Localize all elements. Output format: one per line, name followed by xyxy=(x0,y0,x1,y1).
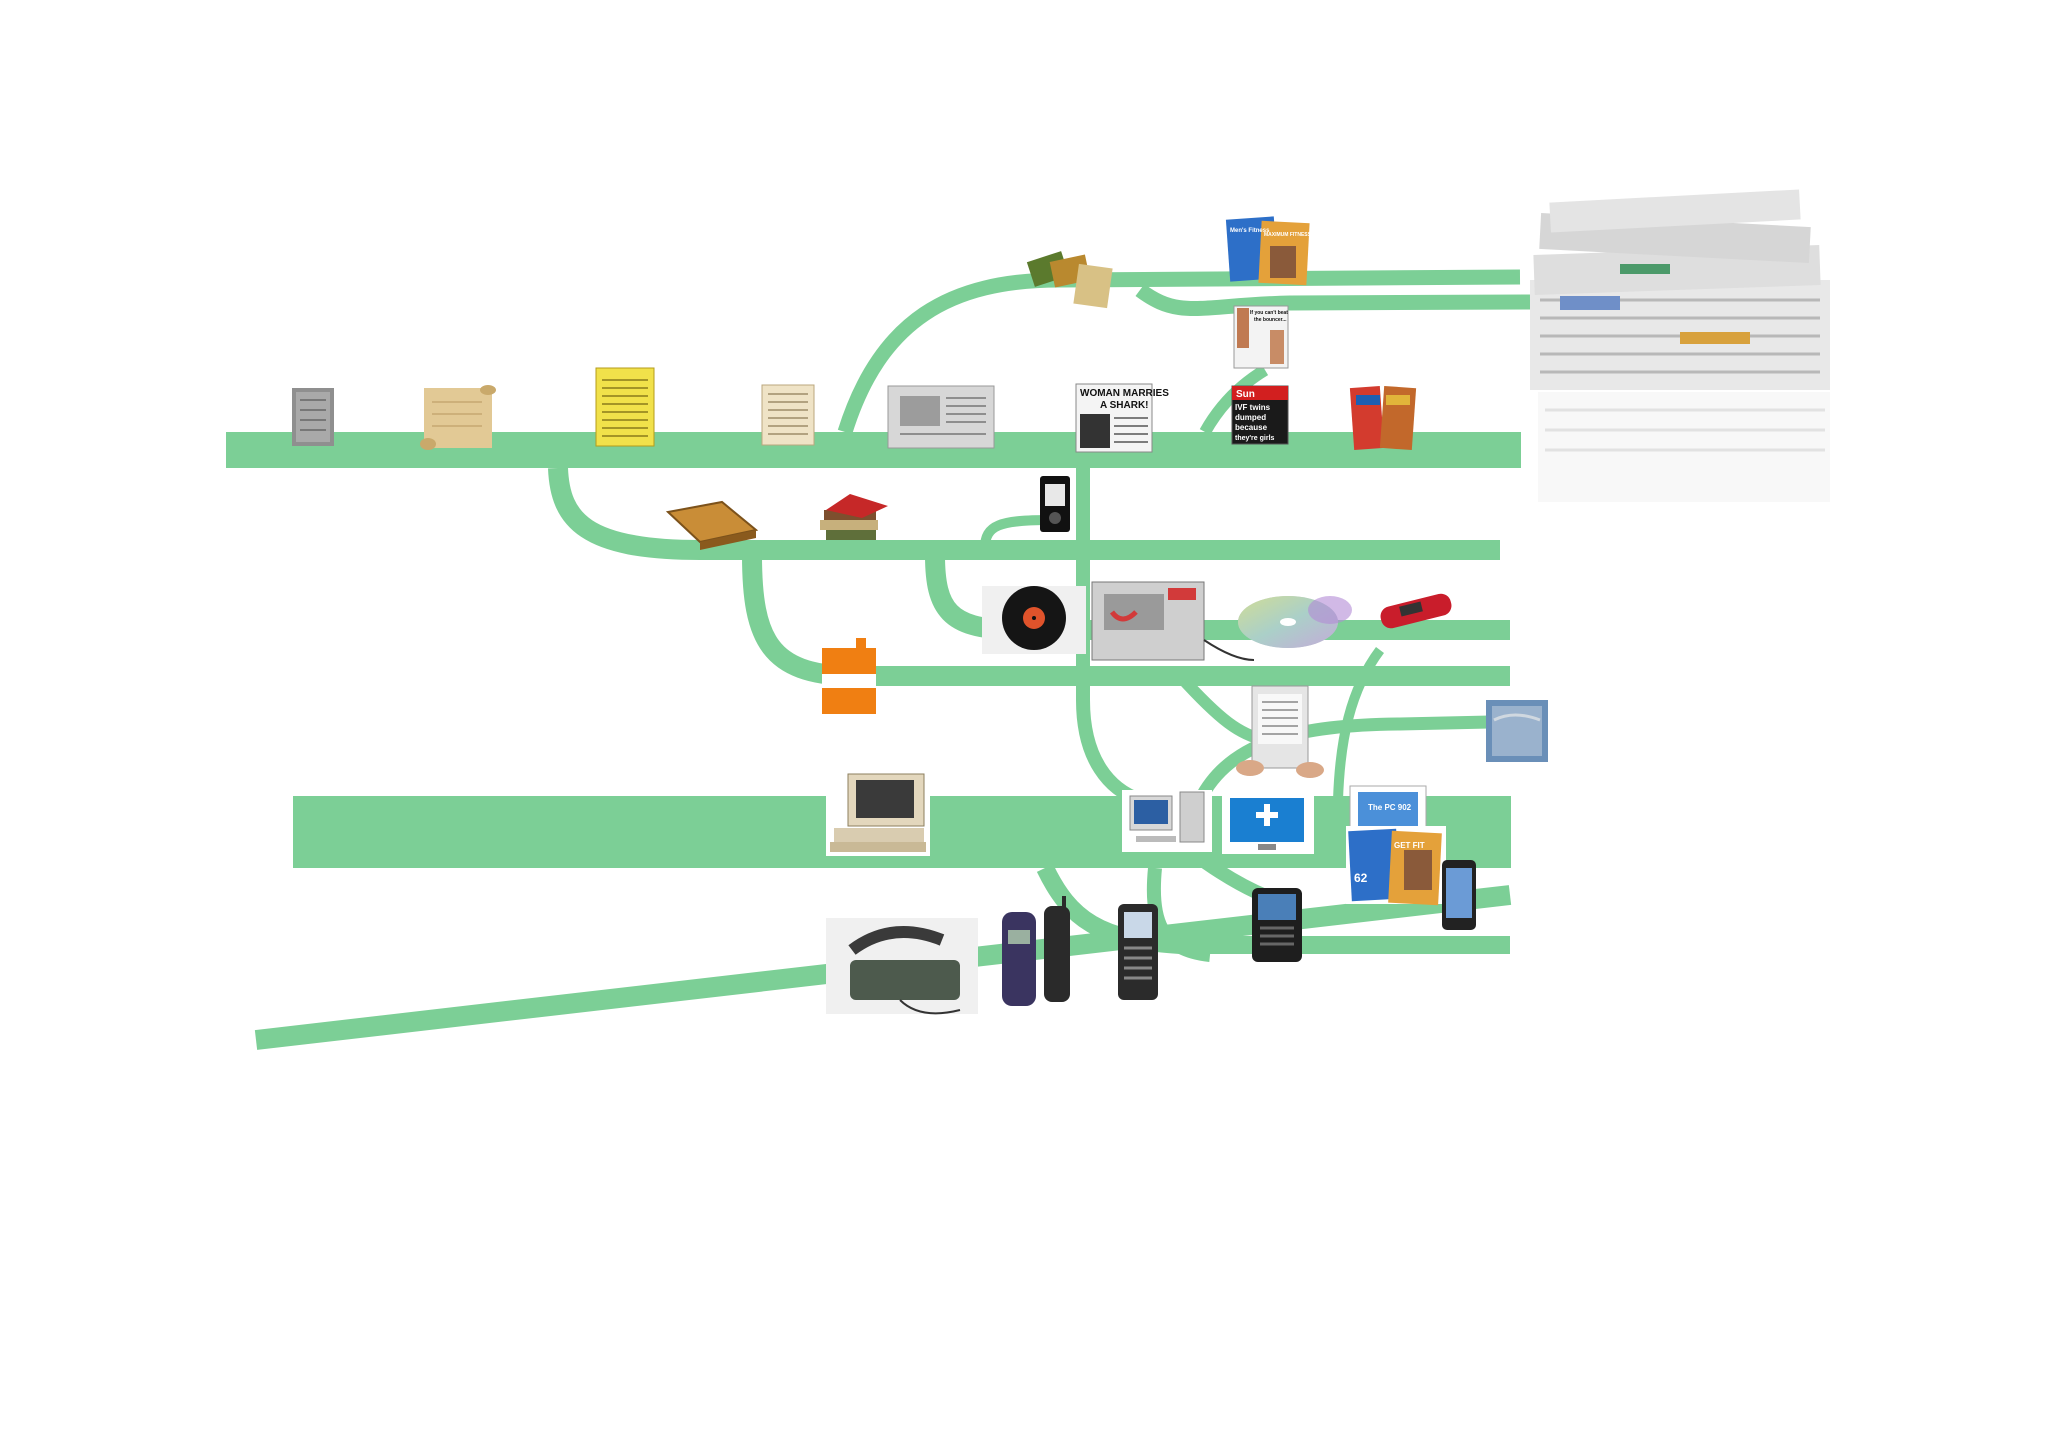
digital-magazines-image: 62 GET FIT xyxy=(1346,826,1446,906)
iphone-image xyxy=(1442,860,1476,930)
cd-image xyxy=(1238,596,1352,648)
early-newspaper-image xyxy=(761,384,815,446)
digital-magazine-cover-line: GET FIT xyxy=(1394,841,1425,850)
track-book xyxy=(548,467,1500,560)
shark-tabloid-image: WOMAN MARRIES A SHARK! xyxy=(1075,383,1169,453)
track-phone-curve xyxy=(1146,867,1211,962)
desktop-pc-image xyxy=(1122,790,1212,852)
blackberry-image xyxy=(1252,888,1302,962)
sun-headline-line3: because xyxy=(1235,423,1268,432)
magazine-stack-image xyxy=(1349,385,1417,451)
small-tabloid-line1: If you can't beat xyxy=(1250,310,1288,316)
shark-headline-line1: WOMAN MARRIES xyxy=(1080,388,1169,399)
scroll-image xyxy=(420,385,496,450)
sun-tabloid-image: Sun IVF twins dumped because they're gir… xyxy=(1231,385,1289,445)
sun-headline-line1: IVF twins xyxy=(1235,403,1271,412)
fitness-magazine-right-title: MAXIMUM FITNESS xyxy=(1264,232,1312,238)
stone-tablet-image xyxy=(292,388,334,446)
cassette-player-image xyxy=(1091,581,1255,661)
track-ipod-link xyxy=(980,515,1051,549)
fitness-magazine-left-title: Men's Fitness xyxy=(1230,228,1270,234)
netbook-screen-text: The PC 902 xyxy=(1368,803,1412,812)
track-tabloid-link xyxy=(1199,364,1269,435)
flat-monitor-image xyxy=(1222,792,1314,854)
sun-headline-line2: dumped xyxy=(1235,413,1266,422)
rotary-phone-image xyxy=(826,918,978,1015)
book-stack-image xyxy=(820,494,888,540)
small-tabloid-line2: the bouncer... xyxy=(1254,317,1287,323)
shark-headline-line2: A SHARK! xyxy=(1100,400,1149,411)
early-pc-image xyxy=(826,770,930,856)
grey-newspaper-image xyxy=(887,385,995,449)
old-book-image xyxy=(665,500,759,550)
mp3-player-image xyxy=(1380,593,1452,629)
track-magazine-lower xyxy=(1135,283,1531,316)
fitness-magazines-image: Men's Fitness MAXIMUM FITNESS xyxy=(1225,216,1312,286)
sun-masthead: Sun xyxy=(1236,389,1255,400)
tablet-image xyxy=(1486,700,1548,762)
digital-magazine-number: 62 xyxy=(1354,871,1368,885)
track-phone-end xyxy=(1479,835,1501,868)
sun-headline-line4: they're girls xyxy=(1235,435,1275,442)
small-tabloid-image: If you can't beat the bouncer... xyxy=(1233,305,1289,369)
early-mobile-phones-image xyxy=(1002,896,1070,1006)
early-magazines-image xyxy=(1026,251,1113,309)
vinyl-record-image xyxy=(982,586,1086,654)
track-print-main xyxy=(226,432,1521,468)
thumbnails: WOMAN MARRIES A SHARK! Sun IVF twins dum… xyxy=(292,189,1830,1015)
printed-page-image xyxy=(595,367,655,447)
ipod-image xyxy=(1040,476,1070,532)
paperback-image xyxy=(822,638,876,714)
newspaper-stack-image xyxy=(1530,189,1830,502)
track-mp3-link xyxy=(1333,647,1385,801)
ereader-image xyxy=(1236,685,1324,778)
nokia-phone-image xyxy=(1118,904,1158,1000)
